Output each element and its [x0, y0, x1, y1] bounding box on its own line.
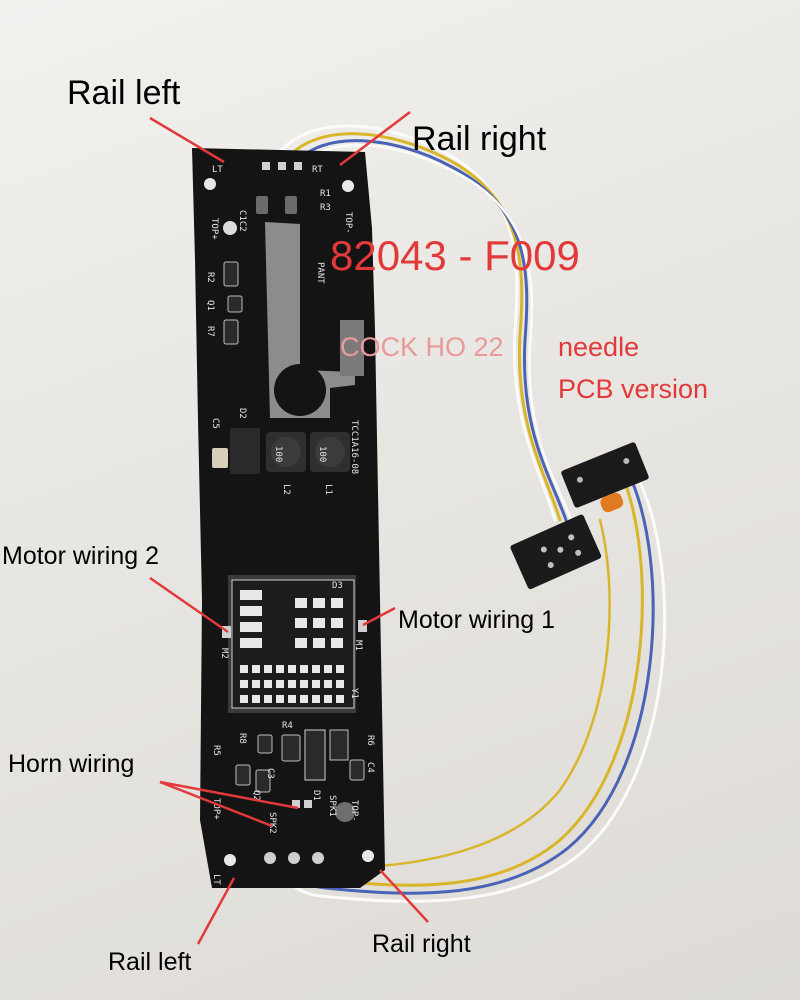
silk-lt: LT	[212, 165, 223, 175]
silk-r1: R1	[320, 189, 331, 199]
annotation-product-line: COCK HO 22	[340, 332, 504, 362]
silk-board-id: TCC1A16-08	[349, 420, 359, 474]
silk-d1: D1	[311, 790, 321, 801]
silk-top-minus-upper: TOP-	[343, 212, 353, 234]
silk-r6: R6	[365, 735, 375, 746]
wire-bundle	[266, 124, 667, 903]
silk-c1c2: C1C2	[237, 210, 247, 232]
silk-q1: Q1	[205, 300, 215, 311]
annotation-model-code: 82043 - F009	[330, 232, 580, 279]
led-module-lower	[510, 514, 602, 590]
silk-top-minus-lower: TOP-	[349, 800, 359, 822]
silk-y1: Y1	[349, 688, 359, 699]
label-rail-right-bottom: Rail right	[372, 930, 471, 958]
silk-l2: L2	[281, 484, 291, 495]
silk-l1: L1	[323, 484, 333, 495]
silk-r5: R5	[211, 745, 221, 756]
silk-inductor-mark-1: 100	[273, 446, 283, 462]
silk-r3: R3	[320, 203, 331, 213]
silk-inductor-mark-2: 100	[317, 446, 327, 462]
silk-top-plus-lower: TOP+	[211, 798, 221, 820]
silk-m1: M1	[353, 640, 363, 651]
silk-c4: C4	[365, 762, 375, 773]
silk-pant: PANT	[315, 262, 325, 284]
silk-r8: R8	[237, 733, 247, 744]
led-module-upper	[561, 442, 649, 513]
annotation-arrows	[149, 111, 429, 945]
silk-spk2: SPK2	[267, 812, 277, 834]
silk-top-plus-upper: TOP+	[209, 218, 219, 240]
silk-m2: M2	[219, 648, 229, 659]
silk-rt: RT	[312, 165, 323, 175]
silk-d3: D3	[332, 581, 343, 591]
silk-d2: D2	[237, 408, 247, 419]
pcb-silkscreen: LT RT R1 R3 C1C2 TOP+ TOP- PANT R2 Q1 R7…	[205, 165, 375, 885]
annotation-pcb-version: PCB version	[558, 374, 709, 404]
label-motor-wiring-2: Motor wiring 2	[2, 542, 159, 570]
silk-c3: C3	[265, 768, 275, 779]
silk-lt-bottom: LT	[211, 874, 221, 885]
label-rail-left-top: Rail left	[67, 74, 181, 112]
label-motor-wiring-1: Motor wiring 1	[398, 606, 555, 634]
silk-r7: R7	[205, 326, 215, 337]
silk-q2: Q2	[251, 790, 261, 801]
silk-r4: R4	[282, 721, 293, 731]
label-horn-wiring: Horn wiring	[8, 750, 135, 778]
chip-pad-grid	[240, 590, 344, 703]
silk-spk1: SPK1	[327, 795, 337, 817]
silk-r2: R2	[205, 272, 215, 283]
silk-c5: C5	[210, 418, 220, 429]
label-rail-right-top: Rail right	[412, 120, 547, 158]
label-rail-left-bottom: Rail left	[108, 948, 192, 976]
pcb-board	[192, 148, 385, 888]
annotation-needle: needle	[558, 332, 640, 362]
